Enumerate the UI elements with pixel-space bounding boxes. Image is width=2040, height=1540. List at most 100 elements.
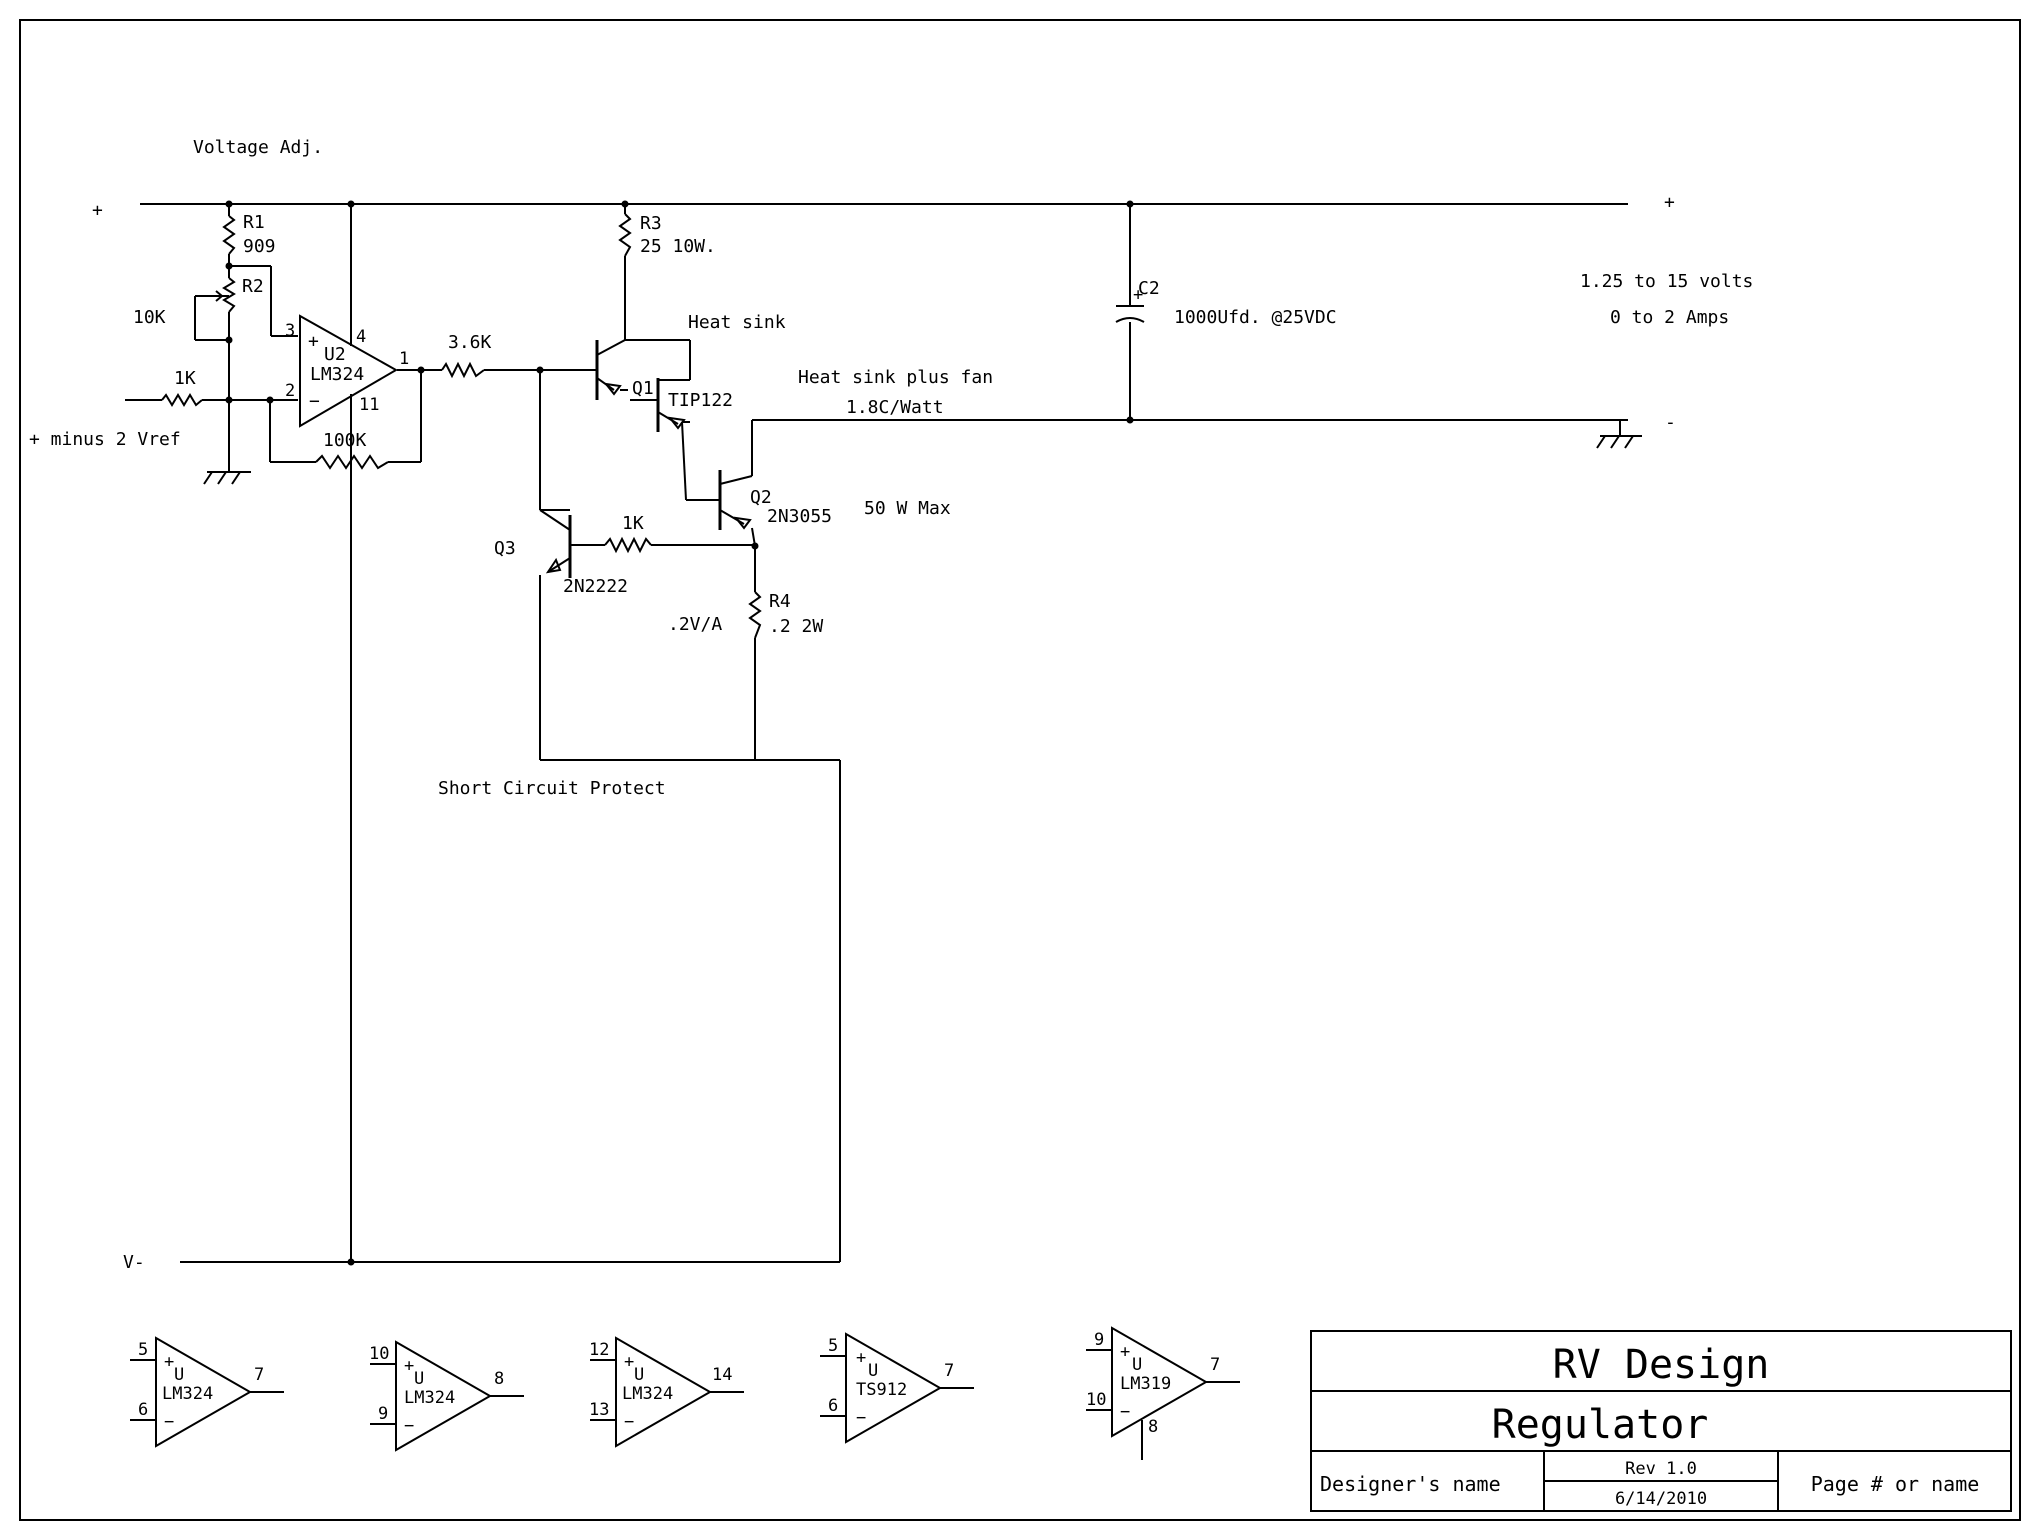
r3-value: 25 10W.: [640, 236, 716, 257]
spare-1-in-plus: 5: [138, 1340, 148, 1360]
annotations: Voltage Adj. + + - 1.25 to 15 volts 0 to…: [29, 137, 1753, 1273]
heat-sink-label: Heat sink: [688, 312, 786, 333]
resistor-r-q3: [604, 536, 652, 554]
spare-unit-labels: 5 6 7 U LM324 + − 10 9 8 U LM324 + − 12 13…: [138, 1330, 1220, 1437]
q2-ref: Q2: [750, 487, 772, 508]
vref-label: + minus 2 Vref: [29, 429, 181, 450]
spare-opamp-1: [130, 1336, 284, 1448]
resistor-r1: [222, 215, 236, 255]
svg-text:+: +: [1120, 1342, 1130, 1362]
opamp-u2: + −: [299, 314, 399, 428]
spare-3-ref: U: [634, 1365, 644, 1385]
v-minus-label: V-: [123, 1252, 145, 1273]
c2-value: 1000Ufd. @25VDC: [1174, 307, 1337, 328]
resistor-r3: [618, 213, 632, 257]
transistor-q3: [539, 509, 572, 578]
c2-ref: C2: [1138, 278, 1160, 299]
output-range-label: 1.25 to 15 volts: [1580, 271, 1753, 292]
spare-5-ref: U: [1132, 1355, 1142, 1375]
r1-ref: R1: [243, 212, 265, 233]
spare-4-part: TS912: [856, 1380, 907, 1400]
q2-part: 2N3055: [767, 506, 832, 527]
spare-2-part: LM324: [404, 1388, 455, 1408]
resistor-r4: [748, 591, 762, 639]
output-current-label: 0 to 2 Amps: [1610, 307, 1729, 328]
revision: Rev 1.0: [1625, 1459, 1697, 1479]
plus-output-label: +: [1664, 192, 1675, 213]
u2-pin-vcc: 4: [356, 327, 366, 347]
spare-5-out: 7: [1210, 1355, 1220, 1375]
spare-4-in-minus: 6: [828, 1396, 838, 1416]
u2-pin-out: 1: [399, 349, 409, 369]
spare-4-ref: U: [868, 1361, 878, 1381]
drawing-title: Regulator: [1492, 1402, 1709, 1448]
spare-1-part: LM324: [162, 1384, 213, 1404]
svg-text:−: −: [164, 1412, 174, 1432]
spare-1-out: 7: [254, 1365, 264, 1385]
spare-3-part: LM324: [622, 1384, 673, 1404]
spare-4-out: 7: [944, 1361, 954, 1381]
spare-5-extra: 8: [1148, 1417, 1158, 1437]
capacitor-c2: +: [1115, 285, 1145, 323]
r1-value: 909: [243, 236, 276, 257]
spare-1-ref: U: [174, 1365, 184, 1385]
svg-text:−: −: [309, 391, 320, 412]
svg-text:−: −: [404, 1416, 414, 1436]
transistor-q2: [718, 470, 753, 530]
u2-pin-noninv: 3: [285, 321, 295, 341]
r-fb-value: 100K: [323, 430, 367, 451]
spare-3-out: 14: [712, 1365, 732, 1385]
u2-ref: U2: [324, 344, 346, 365]
spare-comparator-5: [1086, 1326, 1240, 1460]
thermal-rating-label: 1.8C/Watt: [846, 397, 944, 418]
spare-opamp-4: [820, 1332, 974, 1444]
resistor-r-fb: [315, 454, 389, 470]
svg-text:−: −: [1120, 1402, 1130, 1422]
plus-input-label: +: [92, 200, 103, 221]
q3-part: 2N2222: [563, 576, 628, 597]
r-in-value: 1K: [174, 368, 196, 389]
spare-5-in-minus: 10: [1086, 1390, 1106, 1410]
q1-part: TIP122: [668, 390, 733, 411]
r-base-value: 3.6K: [448, 332, 492, 353]
u2-part: LM324: [310, 364, 364, 385]
spare-3-in-plus: 12: [589, 1340, 609, 1360]
voltage-adj-label: Voltage Adj.: [193, 137, 323, 158]
spare-1-in-minus: 6: [138, 1400, 148, 1420]
sheet-border: [19, 19, 2021, 1521]
title-block-frame: [1310, 1330, 2012, 1512]
drawing-date: 6/14/2010: [1615, 1489, 1707, 1509]
ground-symbol-left: [203, 468, 251, 485]
spare-opamp-3: [590, 1336, 744, 1448]
svg-text:+: +: [164, 1352, 174, 1372]
r3-ref: R3: [640, 213, 662, 234]
svg-text:+: +: [856, 1348, 866, 1368]
spare-4-in-plus: 5: [828, 1336, 838, 1356]
u2-pin-inv: 2: [285, 381, 295, 401]
spare-2-out: 8: [494, 1369, 504, 1389]
q3-ref: Q3: [494, 538, 516, 559]
ground-symbol-right: [1596, 420, 1642, 449]
junction-dots: [225, 200, 1134, 1266]
r4-value: .2 2W: [769, 616, 823, 637]
spare-5-in-plus: 9: [1094, 1330, 1104, 1350]
max-power-label: 50 W Max: [864, 498, 951, 519]
u2-pin-gnd: 11: [359, 395, 379, 415]
page-name: Page # or name: [1811, 1472, 1980, 1496]
heat-sink-fan-label: Heat sink plus fan: [798, 367, 993, 388]
r2-ref: R2: [242, 276, 264, 297]
spare-3-in-minus: 13: [589, 1400, 609, 1420]
minus-output-label: -: [1665, 412, 1676, 433]
q1-ref: Q1: [632, 378, 654, 399]
title-block: RV Design Regulator Designer's name Rev …: [1320, 1342, 1979, 1509]
designer-name: Designer's name: [1320, 1472, 1501, 1496]
svg-text:+: +: [308, 331, 319, 352]
spare-5-part: LM319: [1120, 1374, 1171, 1394]
transistor-q1: [595, 339, 690, 432]
resistor-r-in: [161, 393, 203, 407]
spare-opamp-2: [370, 1340, 524, 1452]
spare-2-ref: U: [414, 1369, 424, 1389]
svg-text:−: −: [856, 1408, 866, 1428]
svg-text:−: −: [624, 1412, 634, 1432]
